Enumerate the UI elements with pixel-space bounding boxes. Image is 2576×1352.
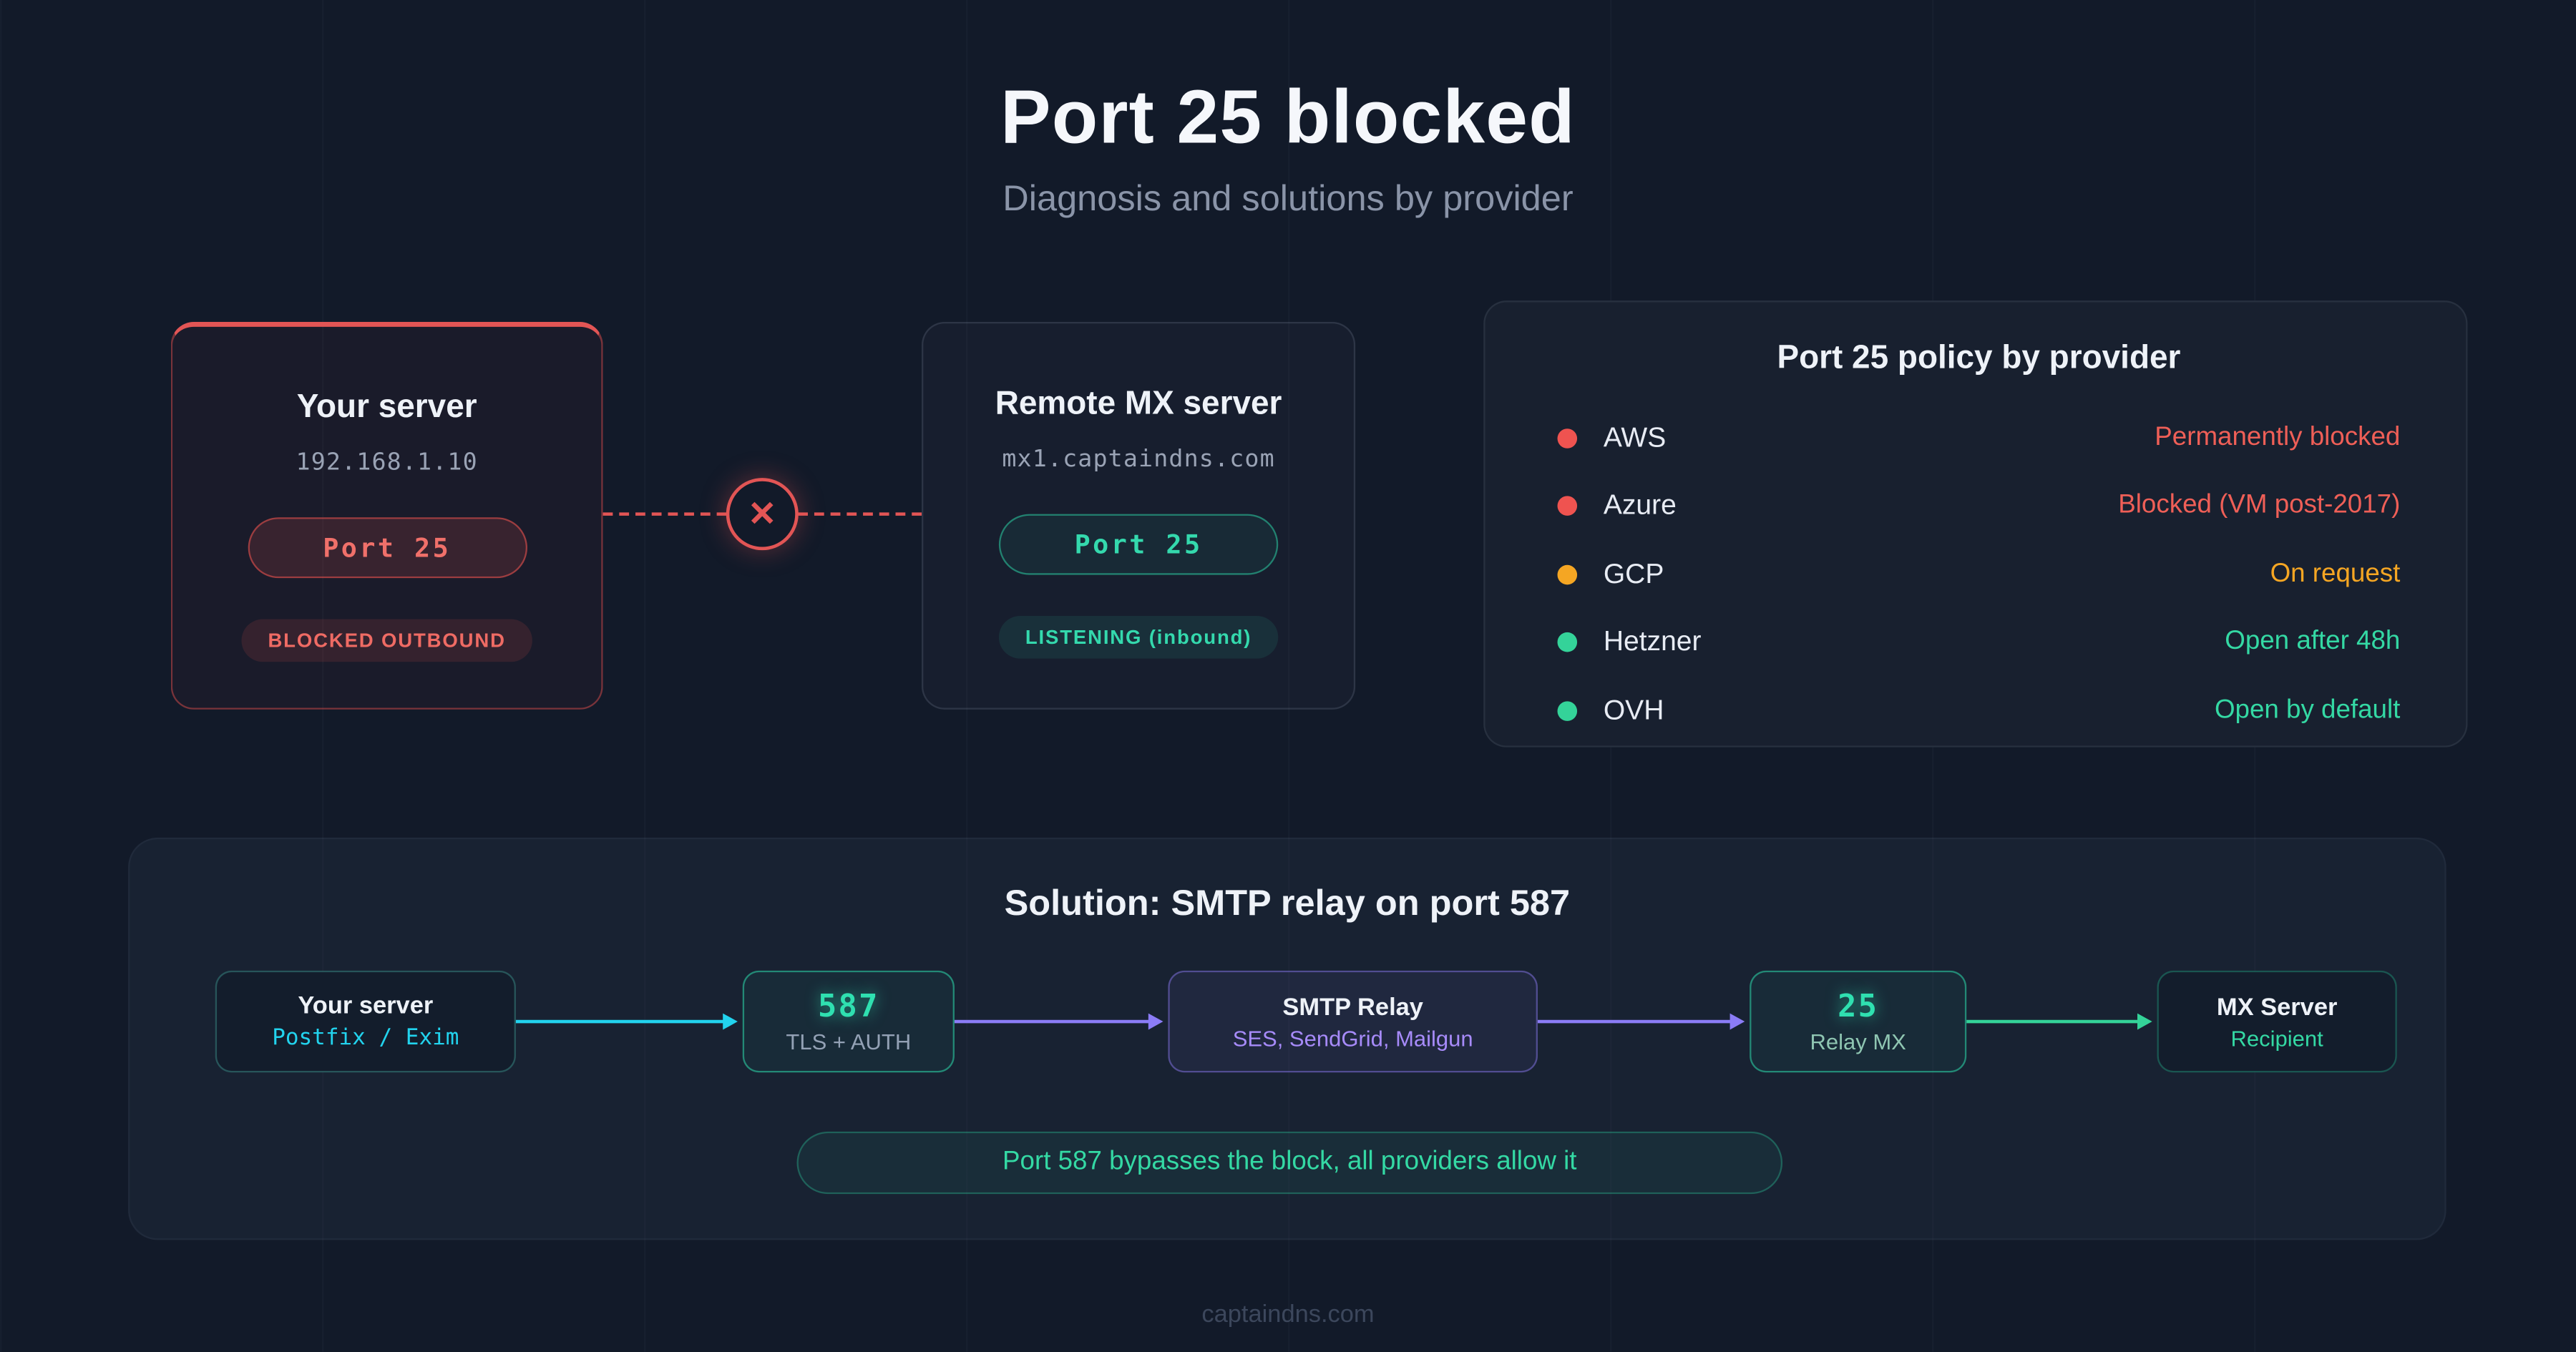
provider-status: Open after 48h [2225,627,2401,656]
solution-panel: Solution: SMTP relay on port 587 Your se… [128,837,2446,1240]
remote-mx-host: mx1.captaindns.com [1002,446,1275,474]
provider-status: Permanently blocked [2155,423,2401,451]
flow-node-smtp-relay: SMTP Relay SES, SendGrid, Mailgun [1168,970,1538,1073]
flow-arrow-icon [954,1012,1163,1029]
policy-title: Port 25 policy by provider [1777,340,2181,376]
flow-node-label: MX Server [2216,992,2338,1021]
status-dot-open-icon [1557,632,1578,653]
your-server-title: Your server [296,389,477,426]
status-dot-blocked-icon [1557,496,1578,516]
policy-card: Port 25 policy by provider AWS Permanent… [1483,300,2468,748]
flow-node-port-25: 25 Relay MX [1750,970,1967,1073]
provider-status: On request [2270,559,2401,588]
flow-node-your-server: Your server Postfix / Exim [215,970,516,1073]
flow-node-sublabel: TLS + AUTH [786,1029,912,1054]
flow-node-label: SMTP Relay [1282,992,1423,1021]
blocked-x-glyph: ✕ [748,495,777,534]
remote-mx-card: Remote MX server mx1.captaindns.com Port… [922,321,1356,710]
remote-mx-title: Remote MX server [995,386,1282,423]
policy-row-aws: AWS Permanently blocked [1557,404,2401,472]
provider-name: Azure [1603,489,1677,521]
blocked-x-icon: ✕ [726,478,799,551]
provider-name: AWS [1603,421,1667,454]
flow-arrow-icon [1966,1012,2152,1029]
flow-arrow-icon [515,1012,738,1029]
policy-row-ovh: OVH Open by default [1557,677,2401,745]
page-title: Port 25 blocked [1000,74,1576,160]
provider-status: Open by default [2214,695,2401,724]
provider-name: OVH [1603,694,1664,726]
remote-mx-status-badge: LISTENING (inbound) [999,615,1279,659]
flow-node-sublabel: Relay MX [1810,1029,1906,1054]
policy-row-azure: Azure Blocked (VM post-2017) [1557,472,2401,540]
provider-name: GCP [1603,558,1664,589]
flow-node-label: 25 [1838,989,1879,1025]
your-server-port-badge: Port 25 [247,517,527,579]
flow-node-label: 587 [817,989,879,1025]
flow-node-sublabel: Postfix / Exim [272,1024,459,1052]
page-subtitle: Diagnosis and solutions by provider [1002,177,1574,219]
provider-status: Blocked (VM post-2017) [2118,491,2401,520]
flow-node-port-587: 587 TLS + AUTH [742,970,955,1073]
status-dot-open-icon [1557,700,1578,721]
flow-node-label: Your server [298,991,434,1020]
your-server-status-badge: BLOCKED OUTBOUND [241,619,532,662]
provider-name: Hetzner [1603,626,1702,657]
policy-row-gcp: GCP On request [1557,540,2401,608]
status-dot-request-icon [1557,564,1578,584]
status-dot-blocked-icon [1557,428,1578,449]
your-server-ip: 192.168.1.10 [296,450,478,476]
flow-arrow-icon [1537,1012,1745,1029]
flow-node-mx-server: MX Server Recipient [2157,970,2397,1073]
footer-domain: captaindns.com [1201,1300,1375,1329]
flow-node-sublabel: SES, SendGrid, Mailgun [1232,1025,1473,1051]
remote-mx-port-badge: Port 25 [998,514,1279,575]
flow-node-sublabel: Recipient [2230,1025,2323,1051]
your-server-card: Your server 192.168.1.10 Port 25 BLOCKED… [170,321,603,710]
policy-row-hetzner: Hetzner Open after 48h [1557,609,2401,677]
solution-note-pill: Port 587 bypasses the block, all provide… [796,1131,1783,1195]
solution-title: Solution: SMTP relay on port 587 [1004,881,1571,924]
